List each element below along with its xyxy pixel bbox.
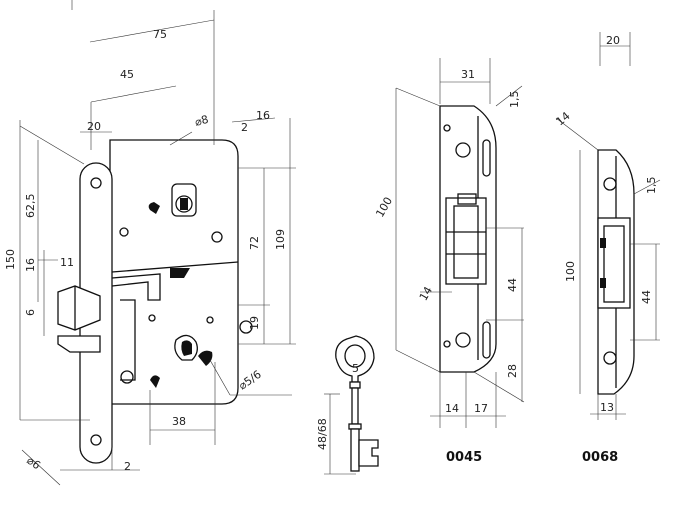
strike-0068-dim-1-5: 1,5	[645, 177, 658, 195]
strike-0068-dim-44: 44	[640, 290, 653, 304]
strike-0068-dim-14: 14	[554, 109, 573, 128]
faceplate-screw-hole-bottom	[90, 434, 102, 446]
strike-0045-dim-31: 31	[461, 68, 475, 81]
dim-16-top: 16	[256, 109, 270, 122]
dim-19: 19	[248, 316, 261, 330]
dim-11: 11	[60, 256, 74, 269]
dim-6: 6	[24, 309, 37, 316]
dim-62-5: 62,5	[24, 194, 37, 219]
strike-0045-box	[445, 197, 487, 285]
strike-0045-dim-17: 17	[474, 402, 488, 415]
key-blade	[350, 428, 360, 472]
mortise-lock-drawing: 75 45 20 ⌀8 16 2 150 62,5 16 11 6 72 109…	[4, 0, 296, 486]
key-drawing: 5 48/68	[316, 335, 379, 475]
key-dim-48-68: 48/68	[316, 418, 329, 450]
key-bow-label: 5	[352, 362, 359, 375]
dim-16-left: 16	[24, 258, 37, 272]
dim-38: 38	[172, 415, 186, 428]
dim-75: 75	[153, 28, 167, 41]
dim-diameter-5-6: ⌀5/6	[236, 368, 263, 393]
strike-plate-0068: 20 14 1,5 100 44 13 0068	[554, 32, 661, 465]
strike-0045-dim-28: 28	[506, 364, 519, 378]
dim-20: 20	[87, 120, 101, 133]
strike-0068-dim-13: 13	[600, 401, 614, 414]
faceplate-screw-hole-top	[90, 177, 102, 189]
strike-0045-dim-14-bottom: 14	[445, 402, 459, 415]
strike-0045-dim-100: 100	[373, 195, 395, 220]
strike-0068-code: 0068	[582, 450, 618, 465]
key-bit	[358, 439, 379, 467]
dim-diameter-8: ⌀8	[193, 113, 210, 129]
strike-0068-box	[597, 217, 631, 309]
key-shank	[351, 387, 359, 425]
dim-2-bottom: 2	[124, 460, 131, 473]
strike-plate-0045: 31 1,5 100 44 14 28 14 17 0045	[373, 58, 525, 465]
dim-2-top: 2	[241, 121, 248, 134]
dim-150: 150	[4, 249, 17, 270]
strike-0068-dim-100: 100	[564, 261, 577, 282]
strike-0045-dim-44: 44	[506, 278, 519, 292]
strike-0045-dim-1-5: 1,5	[508, 91, 521, 109]
strike-0045-dim-14: 14	[417, 284, 435, 303]
strike-0045-code: 0045	[446, 450, 482, 465]
strike-0068-dim-20: 20	[606, 34, 620, 47]
dim-45: 45	[120, 68, 134, 81]
dead-bolt	[57, 335, 101, 353]
key-bow	[335, 335, 375, 383]
dim-109: 109	[274, 229, 287, 250]
dim-72: 72	[248, 236, 261, 250]
dim-diameter-6: ⌀6	[24, 454, 43, 472]
